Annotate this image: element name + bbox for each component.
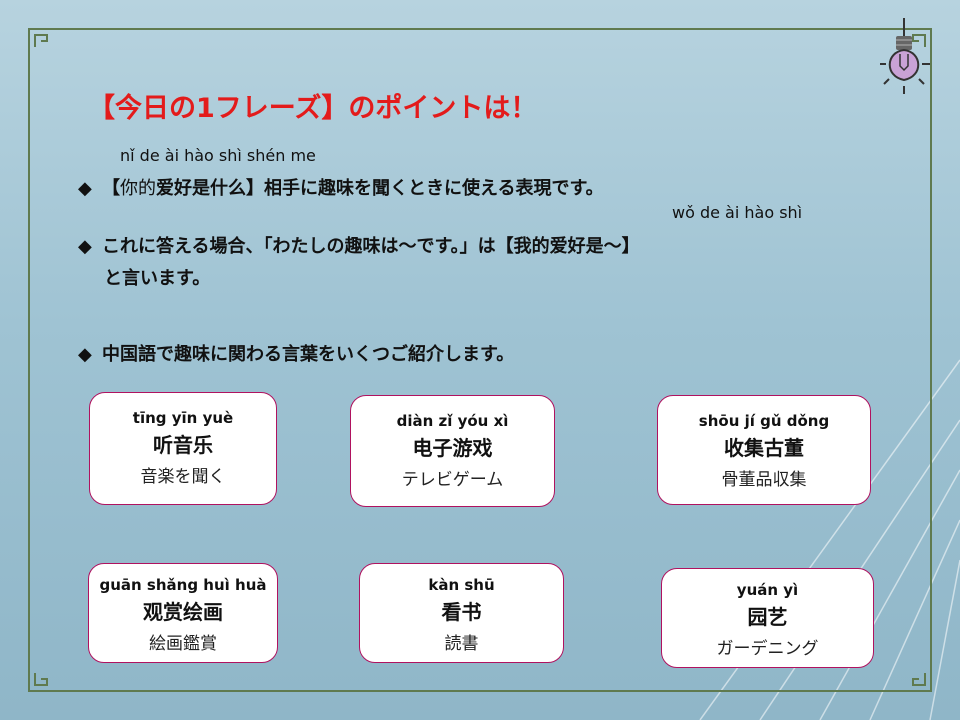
card-pinyin: kàn shū	[428, 576, 495, 594]
card-pinyin: diàn zǐ yóu xì	[396, 412, 509, 430]
card-pinyin: guān shǎng huì huà	[99, 576, 267, 594]
bullet-2-line2: と言います。	[104, 268, 211, 289]
bullet-3-text: 中国語で趣味に関わる言葉をいくつご紹介します。	[102, 344, 515, 365]
bullet-2-line1: これに答える場合、「わたしの趣味は～です。」は【我的爱好是～】	[102, 236, 640, 257]
hobby-card-listen-music: tīng yīn yuè 听音乐 音楽を聞く	[89, 392, 277, 505]
corner-ornament-icon	[905, 27, 933, 55]
card-japanese: ガーデニング	[716, 639, 819, 659]
slide-title: 【今日の1フレーズ】のポイントは！	[88, 93, 538, 124]
pinyin-ni-de-aihao: nǐ de ài hào shì shén me	[120, 146, 316, 165]
card-japanese: 絵画鑑賞	[149, 634, 217, 654]
phrase-aihao-shi-shenme: 爱好是什么	[156, 178, 246, 199]
card-chinese: 看书	[441, 600, 482, 624]
hobby-card-gardening: yuán yì 园艺 ガーデニング	[661, 568, 874, 668]
hobby-card-art-appreciation: guān shǎng huì huà 观赏绘画 絵画鑑賞	[88, 563, 278, 663]
pinyin-wo-de-aihao: wǒ de ài hào shì	[672, 203, 803, 222]
hobby-card-reading: kàn shū 看书 読書	[359, 563, 564, 663]
card-japanese: テレビゲーム	[401, 470, 504, 490]
bracket-open: 【	[102, 178, 120, 199]
corner-ornament-icon	[905, 665, 933, 693]
card-chinese: 园艺	[747, 605, 788, 629]
card-chinese: 收集古董	[724, 436, 804, 460]
card-pinyin: tīng yīn yuè	[132, 409, 234, 427]
bullet-1-text: 】相手に趣味を聞くときに使える表現です。	[246, 178, 604, 199]
card-japanese: 骨董品収集	[721, 470, 807, 490]
card-pinyin: shōu jí gǔ dǒng	[698, 412, 830, 430]
slide-border	[28, 28, 932, 692]
hobby-card-antiques: shōu jí gǔ dǒng 收集古董 骨董品収集	[657, 395, 871, 505]
card-chinese: 观赏绘画	[143, 600, 223, 624]
bullet-point-3: ◆ 中国語で趣味に関わる言葉をいくつご紹介します。	[78, 340, 514, 366]
diamond-bullet-icon: ◆	[78, 178, 92, 199]
card-japanese: 読書	[444, 634, 479, 654]
corner-ornament-icon	[27, 27, 55, 55]
diamond-bullet-icon: ◆	[78, 344, 92, 365]
bullet-point-1: ◆ 【你的爱好是什么】相手に趣味を聞くときに使える表現です。	[78, 174, 604, 200]
card-pinyin: yuán yì	[736, 581, 799, 599]
card-japanese: 音楽を聞く	[140, 467, 226, 487]
diamond-bullet-icon: ◆	[78, 236, 92, 257]
lightbulb-icon	[872, 18, 952, 108]
corner-ornament-icon	[27, 665, 55, 693]
phrase-ni-de: 你的	[120, 178, 156, 199]
card-chinese: 听音乐	[153, 433, 213, 457]
bullet-point-2: ◆ これに答える場合、「わたしの趣味は～です。」は【我的爱好是～】 と言います。	[78, 232, 640, 290]
card-chinese: 电子游戏	[412, 436, 493, 460]
hobby-card-video-games: diàn zǐ yóu xì 电子游戏 テレビゲーム	[350, 395, 555, 507]
